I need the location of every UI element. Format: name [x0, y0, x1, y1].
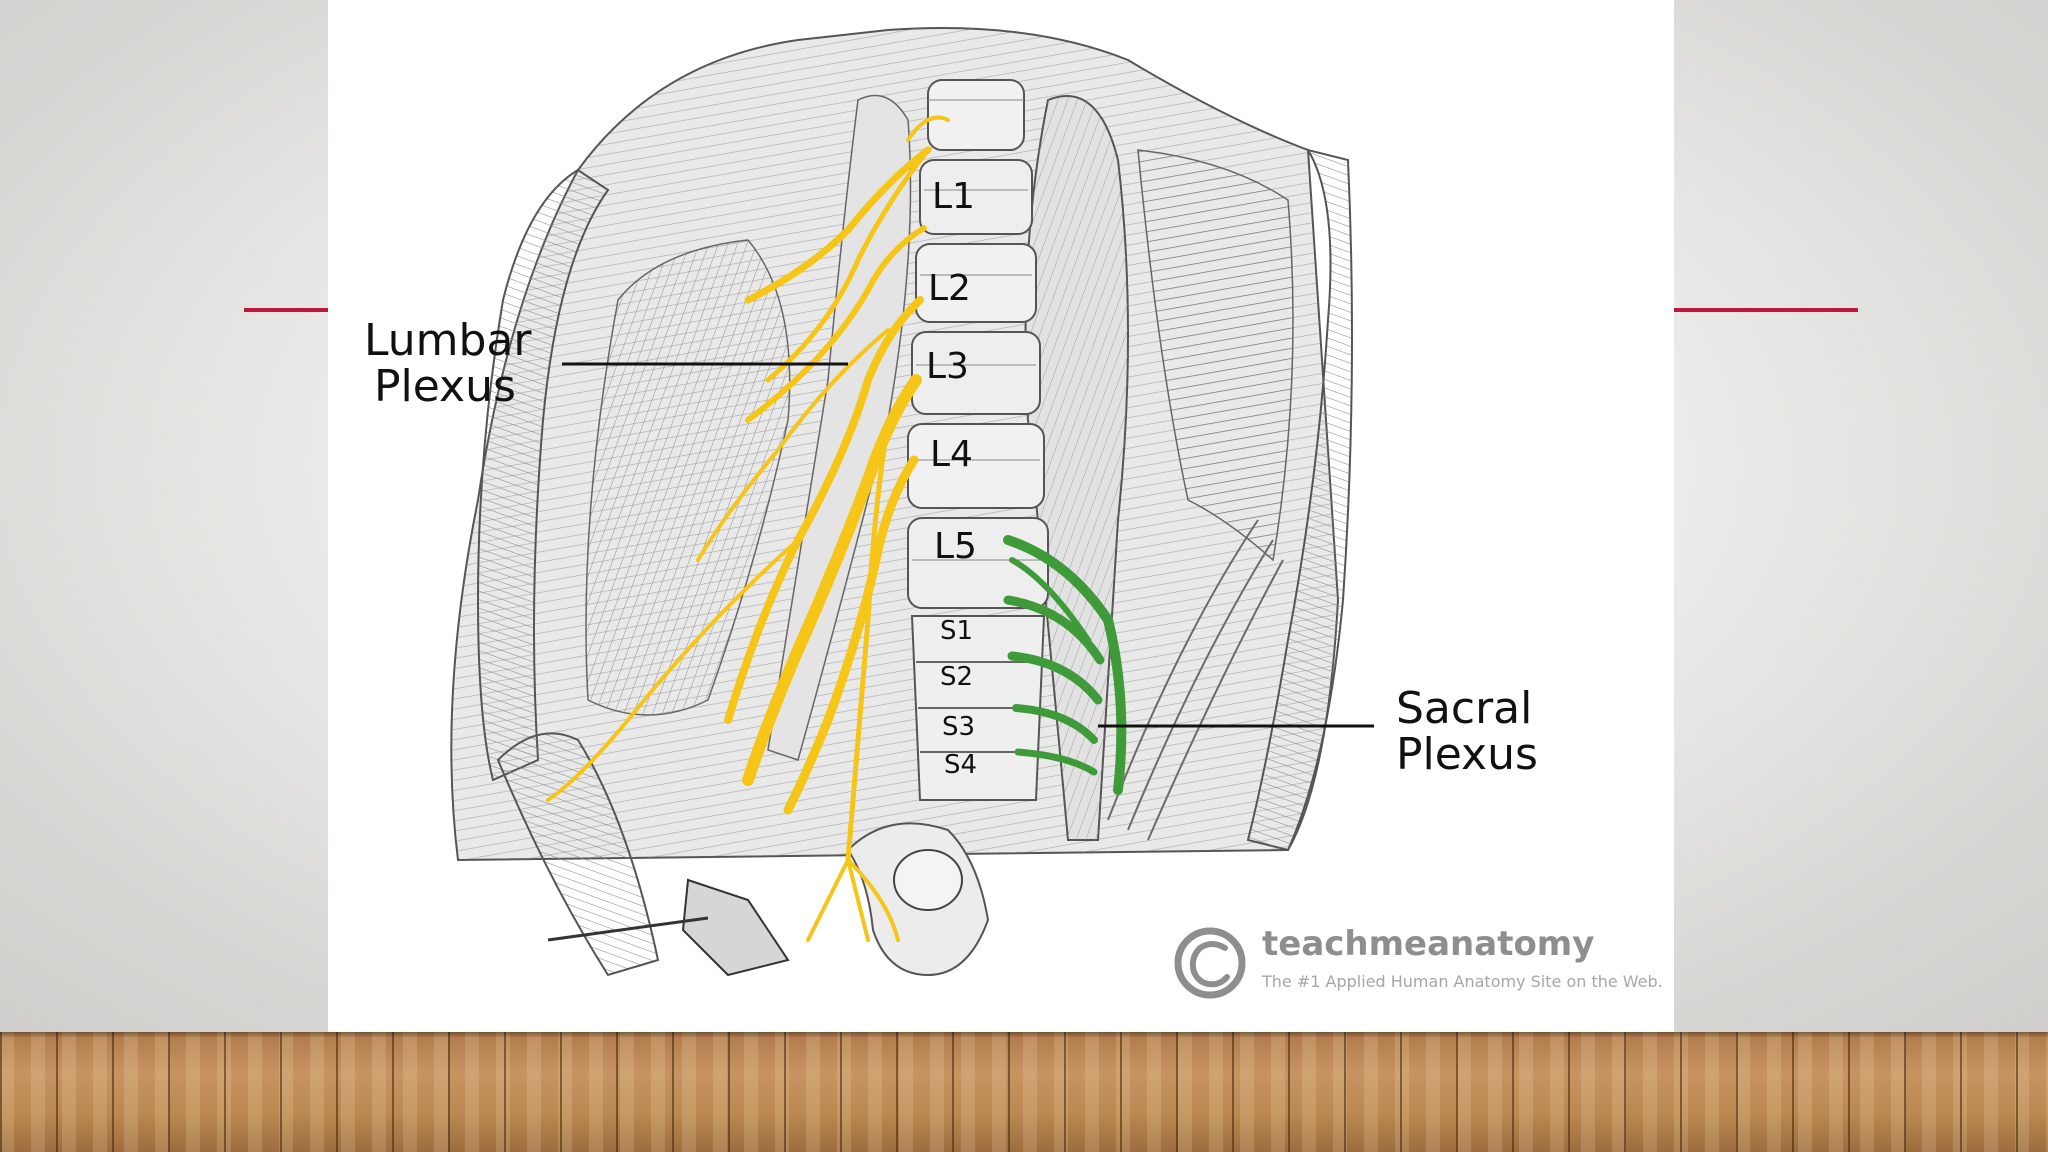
lumbar-label-line2: Plexus	[374, 361, 516, 412]
watermark-tagline: The #1 Applied Human Anatomy Site on the…	[1262, 972, 1663, 991]
vertebra-label-l4: L4	[930, 434, 973, 475]
vertebra-label-l1: L1	[932, 176, 975, 217]
bladder	[893, 849, 963, 911]
anatomy-illustration	[450, 27, 1374, 999]
right-flank	[1246, 148, 1353, 852]
sacral-label-line1: Sacral	[1396, 683, 1533, 734]
right-quadratus	[1137, 149, 1294, 562]
vertebra-label-s3: S3	[942, 712, 976, 742]
lumbar-label-line1: Lumbar	[364, 315, 532, 366]
sacral-label-line2: Plexus	[1396, 729, 1538, 780]
vertebra-label-l3: L3	[926, 346, 969, 387]
vertebra-label-l5: L5	[934, 526, 977, 567]
vertebra-label-s4: S4	[944, 750, 978, 780]
accent-line-right	[1674, 308, 1858, 312]
femoral-bundle	[1107, 519, 1284, 841]
diagram-panel: L1 L2 L3 L4 L5 S1 S2 S3 S4	[328, 0, 1674, 1032]
lumbar-plexus-label: Lumbar Plexus	[364, 318, 531, 410]
copyright-icon	[1174, 927, 1246, 999]
left-flank	[476, 168, 610, 782]
wood-floor	[0, 1032, 2048, 1152]
sacral-plexus-label: Sacral Plexus	[1396, 686, 1538, 778]
left-thigh-muscle	[496, 732, 660, 977]
sacral-plexus	[1003, 535, 1127, 795]
watermark-name: teachmeanatomy	[1262, 924, 1595, 964]
vertebra-label-s1: S1	[940, 616, 974, 646]
vertebral-column	[907, 79, 1049, 801]
vertebra-label-l2: L2	[928, 268, 971, 309]
lumbar-plexus	[546, 115, 950, 942]
vertebra-label-s2: S2	[940, 662, 974, 692]
retractor-clip	[681, 878, 790, 977]
accent-line-left	[244, 308, 328, 312]
